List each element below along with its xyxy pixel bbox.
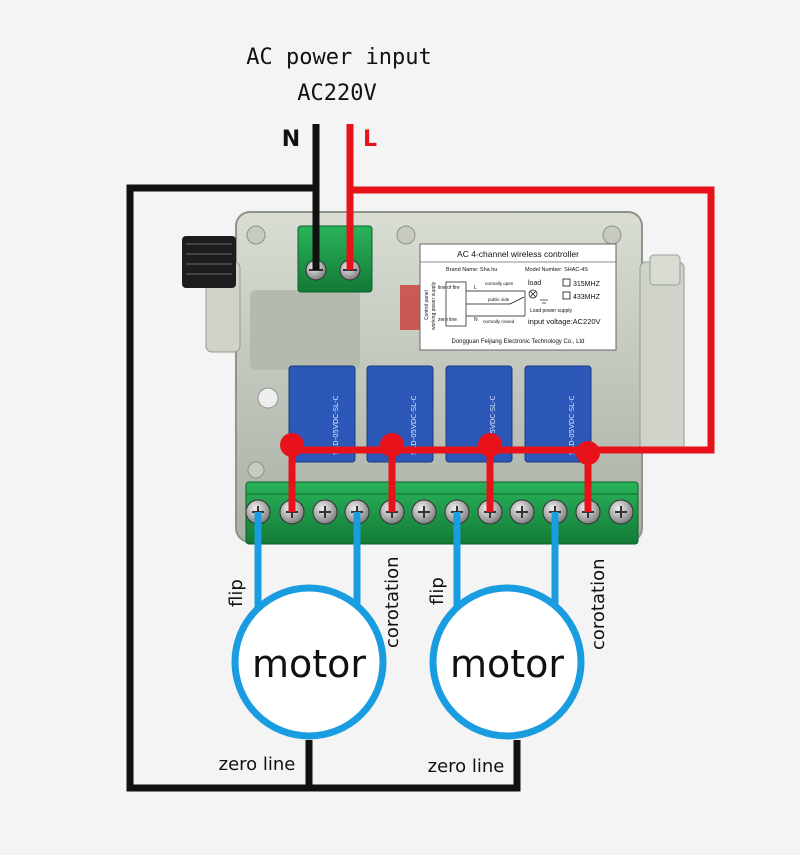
panel-zero-line: zero line	[438, 317, 457, 323]
motor-2-label: motor	[450, 642, 564, 686]
panel-load: load	[528, 280, 541, 287]
panel-schematic	[445, 281, 548, 327]
motor-1-zero-line-label: zero line	[219, 754, 296, 775]
junction-dot	[576, 441, 600, 465]
panel-freq-2: 433MHZ	[573, 294, 601, 301]
neutral-label: N	[282, 127, 300, 152]
panel-brand: Brand Name: Sha hu	[446, 267, 497, 273]
live-junctions	[280, 433, 600, 465]
motor-1-label: motor	[252, 642, 366, 686]
panel-line-of-fire: line of fire	[438, 285, 460, 291]
motor-2-corotation-label: corotation	[588, 559, 609, 651]
relay-1: SRD-05VDC-SL-C	[288, 365, 356, 463]
relay-2-text: SRD-05VDC-SL-C	[410, 396, 418, 455]
motor-1-flip-label: flip	[226, 579, 247, 607]
motor-1-corotation-label: corotation	[382, 557, 403, 649]
panel-model: Model Number: SHAC-4S	[525, 267, 588, 273]
antenna-coil	[182, 236, 236, 288]
relay-1-text: SRD-05VDC-SL-C	[332, 396, 340, 455]
relay-3-text: SRD-05VDC-SL-C	[489, 396, 497, 455]
junction-dot	[280, 433, 304, 457]
panel-manufacturer: Dongguan Feijiang Electronic Technology …	[452, 339, 585, 345]
motor-1: motor	[231, 584, 387, 740]
relay-4-text: SRD-05VDC-SL-C	[568, 396, 576, 455]
panel-title: AC 4-channel wireless controller	[457, 249, 579, 259]
panel-side-text-1: Control panel	[424, 290, 430, 320]
live-wire	[288, 124, 715, 512]
panel-normally-open: normally open	[485, 281, 514, 286]
panel-freq-1: 315MHZ	[573, 281, 601, 288]
panel-load-power: Load power supply	[530, 308, 572, 314]
info-label-panel: AC 4-channel wireless controller Brand N…	[419, 243, 617, 351]
live-label: L	[363, 127, 377, 152]
panel-input-voltage: input voltage:AC220V	[528, 317, 601, 326]
motor-2-zero-line-label: zero line	[428, 756, 505, 777]
voltage-label: AC220V	[297, 81, 376, 106]
junction-dot	[380, 433, 404, 457]
panel-public-side: public side	[488, 297, 510, 302]
output-terminal-strip	[245, 481, 639, 545]
motor-2-flip-label: flip	[427, 577, 448, 605]
panel-l-mark: L	[474, 285, 477, 291]
panel-side-text-2: working power supply	[431, 281, 437, 330]
neutral-wire	[126, 124, 521, 792]
panel-normally-closed: normally closed	[483, 319, 515, 324]
relay-4: SRD-05VDC-SL-C	[524, 365, 592, 463]
power-terminal-block	[297, 225, 373, 293]
motor-wires	[254, 512, 559, 612]
junction-dot	[478, 433, 502, 457]
panel-n-mark: N	[474, 317, 478, 323]
motor-2: motor	[429, 584, 585, 740]
power-input-title: AC power input	[246, 45, 431, 70]
